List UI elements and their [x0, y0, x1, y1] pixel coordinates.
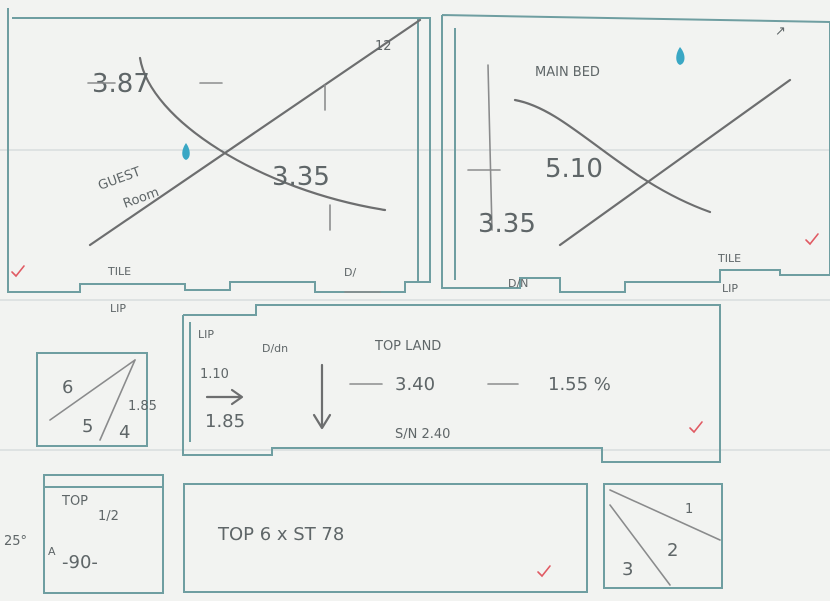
- landing-step-down: S/N 2.40: [395, 427, 450, 442]
- main-bed-length: 3.35: [478, 209, 536, 239]
- landing-fall: 1.55 %: [548, 374, 611, 395]
- stair-top-outline: [43, 474, 164, 594]
- water-drop-icon: [182, 143, 190, 160]
- stair-run-text: TOP 6 x ST 78: [217, 524, 344, 545]
- guest-room-label-2: Room: [121, 185, 161, 212]
- guest-room-width: 3.87: [92, 69, 150, 99]
- door-mark-left: D/: [344, 266, 356, 279]
- landing-left-value-2: 1.85: [205, 411, 245, 432]
- landing-lip-note: LIP: [198, 328, 214, 341]
- landing-length: 3.40: [395, 374, 435, 395]
- top-landing: D/dn TOP LAND 3.40 1.55 % S/N 2.40 LIP 1…: [182, 304, 721, 463]
- main-bed-diagonal-2: [513, 98, 712, 214]
- arrow-right-icon: [205, 388, 244, 406]
- guest-room-length: 3.35: [272, 162, 330, 192]
- main-bed-width: 5.10: [545, 154, 603, 184]
- stair-top-block: TOP 1/2 25° A -90-: [4, 474, 164, 594]
- tile-lip-right: TILE: [717, 252, 741, 265]
- stair-run-outline: [183, 483, 588, 593]
- stair-top-angle: 25°: [4, 534, 27, 549]
- main-bed-outline: [441, 14, 830, 293]
- check-tick-icon: [537, 565, 551, 578]
- main-bed-corner-mark: ↗: [775, 24, 786, 39]
- stair-top-fraction: 1/2: [98, 509, 119, 524]
- winder-left-outline: [36, 352, 148, 447]
- stair-top-value: -90-: [62, 552, 98, 573]
- landing-left-value-1: 1.10: [200, 367, 229, 382]
- winder-left-step-6: 6: [62, 377, 73, 398]
- winder-left-step-5: 5: [82, 416, 93, 437]
- water-drop-icon: [676, 47, 685, 65]
- winder-left-width: 1.85: [128, 399, 157, 414]
- main-bed-label: MAIN BED: [535, 65, 600, 80]
- winder-stair-left: 6 5 4 1.85: [36, 352, 157, 447]
- winder-right-outline: [603, 483, 723, 589]
- winder-right-step-1: 1: [685, 502, 693, 517]
- winder-stair-right: 1 2 3: [603, 483, 723, 589]
- guest-room-outline: [7, 8, 431, 293]
- stair-top-label: TOP: [61, 494, 88, 509]
- arrow-down-icon: [312, 363, 332, 430]
- winder-right-step-2: 2: [667, 540, 678, 561]
- check-tick-icon: [11, 265, 25, 278]
- check-tick-icon: [689, 421, 703, 434]
- main-bed-room: MAIN BED 5.10 3.35 ↗: [441, 14, 830, 293]
- guest-room-diagonal-2: [138, 56, 387, 212]
- stair-run: TOP 6 x ST 78: [183, 483, 588, 593]
- landing-door-note: D/dn: [262, 342, 288, 355]
- guest-room-diagonal-1: [88, 18, 422, 247]
- stair-top-angle-suffix: A: [48, 545, 56, 558]
- guest-room-label: GUEST: [96, 165, 143, 194]
- guest-room-corner-number: 12: [375, 39, 392, 54]
- tile-lip-left: TILE: [107, 265, 131, 278]
- main-bed-diagonal-1: [558, 78, 792, 247]
- tile-lip-left-2: LIP: [110, 302, 126, 315]
- door-mark-right: D/N: [508, 277, 528, 290]
- landing-title: TOP LAND: [374, 339, 441, 354]
- winder-left-step-4: 4: [119, 422, 130, 443]
- tile-lip-right-2: LIP: [722, 282, 738, 295]
- landing-outline: [182, 304, 721, 463]
- paper-grid: [0, 149, 830, 451]
- threshold-labels: TILE LIP D/ D/N TILE LIP: [107, 252, 741, 315]
- check-tick-icon: [805, 233, 819, 246]
- winder-right-step-3: 3: [622, 559, 633, 580]
